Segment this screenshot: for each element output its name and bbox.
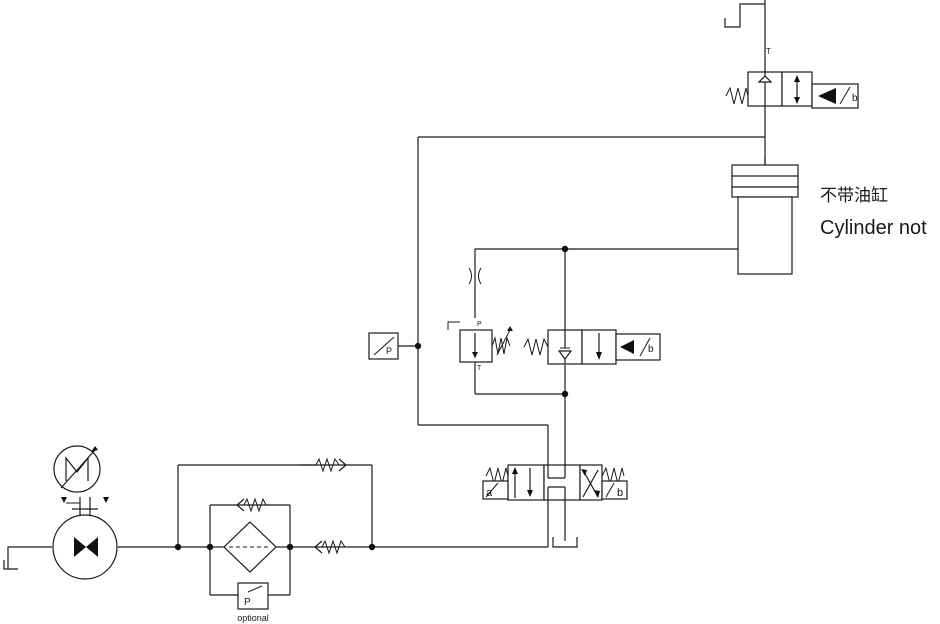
filter-indicator-icon: [237, 582, 269, 610]
top-solenoid-letter: b: [852, 93, 858, 104]
optional-label: optional: [237, 613, 269, 623]
pressure-switch: P: [368, 332, 399, 360]
top-valve-port-t: T: [766, 47, 771, 56]
junction-dots: [174, 245, 569, 551]
filter-indicator-letter: P: [244, 597, 251, 608]
cylinder-label-cn: 不带油缸: [820, 185, 888, 206]
relief-port-p: P: [477, 321, 482, 328]
cylinder: 不带油缸 Cylinder not: [731, 158, 927, 275]
tank-symbols: [3, 3, 765, 570]
pump-unit: [52, 445, 118, 580]
solenoid-b-letter: b: [617, 487, 623, 499]
solenoid-a-letter: a: [486, 487, 493, 499]
pressure-switch-letter: P: [386, 346, 392, 356]
middle-valve: b: [523, 329, 661, 365]
relief-valve: P T: [447, 267, 513, 372]
cylinder-icon: [737, 196, 793, 275]
pipe-network: [118, 0, 766, 596]
filter-unit: P optional: [223, 497, 346, 623]
solenoid-b-icon: [601, 480, 628, 500]
top-valve: b T: [725, 47, 859, 109]
mid-solenoid-letter: b: [648, 344, 654, 355]
bypass-check-valve: [300, 457, 347, 473]
solenoid-a-icon: [482, 480, 509, 500]
relief-valve-icon: [459, 329, 493, 363]
relief-port-t: T: [477, 365, 482, 372]
cylinder-label-en: Cylinder not: [820, 217, 927, 239]
directional-valve: a b: [482, 464, 628, 501]
